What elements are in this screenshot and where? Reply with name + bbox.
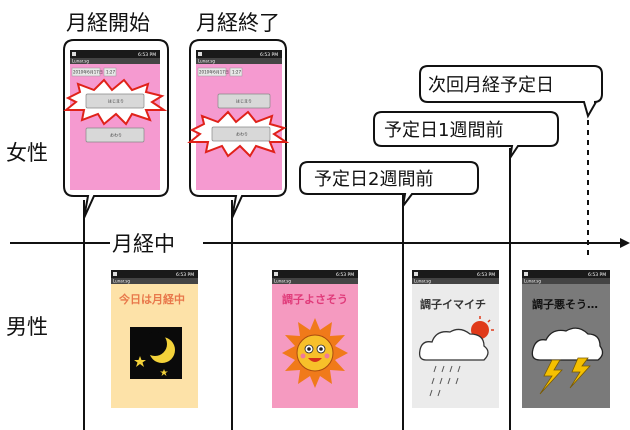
male-phone-bad: 6:53 PM Lunar.sg 調子悪そう… [522, 270, 610, 408]
end-button-label: おわり [236, 131, 248, 137]
during-period-label: 月経中 [112, 232, 175, 256]
period-start-label: 月経開始 [66, 11, 150, 35]
male-phone-good: 6:53 PM Lunar.sg 調子よさそう [272, 270, 358, 408]
two-weeks-before-callout: 予定日2週間前 [299, 161, 479, 207]
end-button[interactable] [85, 127, 145, 143]
start-button-label: はじまり [108, 98, 124, 104]
time-field[interactable] [103, 67, 117, 77]
status-time: 6:53 PM [138, 52, 156, 58]
one-week-before-callout: 予定日1週間前 [373, 111, 559, 159]
date-field[interactable] [197, 67, 227, 77]
status-time: 6:53 PM [260, 52, 278, 58]
sun-icon [282, 318, 348, 388]
date-field-text: 2010年6月17日 [199, 69, 229, 75]
status-time: 6:53 PM [336, 272, 354, 278]
female-phone-start: 6:53 PM Lunar.sg 2010年6月17日 1:27 はじまり おわ… [63, 50, 168, 190]
time-field-text: 1:27 [106, 70, 115, 75]
status-time: 6:53 PM [588, 272, 606, 278]
period-end-callout: 6:53 PM Lunar.sg 2010年6月17日 1:27 はじまり おわ… [187, 39, 290, 219]
start-button[interactable] [217, 93, 271, 109]
end-button[interactable] [211, 126, 271, 142]
female-phone-end: 6:53 PM Lunar.sg 2010年6月17日 1:27 はじまり おわ… [187, 50, 290, 190]
time-field-text: 1:27 [232, 70, 241, 75]
next-period-callout: 次回月経予定日 [419, 65, 603, 119]
timeline-arrow-head [620, 238, 630, 248]
male-phone-so-so: 6:53 PM Lunar.sg 調子イマイチ [412, 270, 499, 408]
app-title: Lunar.sg [72, 59, 89, 64]
status-time: 6:53 PM [176, 272, 194, 278]
app-title: Lunar.sg [113, 279, 130, 284]
male-message: 今日は月経中 [118, 292, 185, 306]
period-start-callout: 6:53 PM Lunar.sg 2010年6月17日 1:27 はじまり おわ… [63, 39, 169, 219]
two-weeks-before-label: 予定日2週間前 [314, 169, 433, 190]
end-button-label: おわり [110, 132, 122, 138]
start-button-label: はじまり [236, 98, 252, 104]
start-button[interactable] [85, 93, 145, 109]
one-week-before-label: 予定日1週間前 [384, 120, 503, 141]
time-field[interactable] [229, 67, 243, 77]
app-title: Lunar.sg [414, 279, 431, 284]
next-period-label: 次回月経予定日 [428, 75, 554, 96]
male-message: 調子悪そう… [532, 297, 598, 311]
male-message: 調子イマイチ [420, 297, 486, 311]
date-field[interactable] [71, 67, 101, 77]
male-phone-period: 6:53 PM Lunar.sg 今日は月経中 [111, 270, 198, 408]
app-title: Lunar.sg [524, 279, 541, 284]
cloud-sun-rain-icon [418, 316, 494, 397]
period-end-label: 月経終了 [196, 11, 280, 35]
moon-icon [130, 327, 182, 379]
app-title: Lunar.sg [274, 279, 291, 284]
male-row-label: 男性 [6, 315, 48, 339]
female-row-label: 女性 [6, 141, 48, 165]
app-title: Lunar.sg [198, 59, 215, 64]
male-message: 調子よさそう [282, 292, 348, 306]
date-field-text: 2010年6月17日 [73, 69, 103, 75]
status-time: 6:53 PM [477, 272, 495, 278]
storm-cloud-icon [531, 327, 604, 395]
